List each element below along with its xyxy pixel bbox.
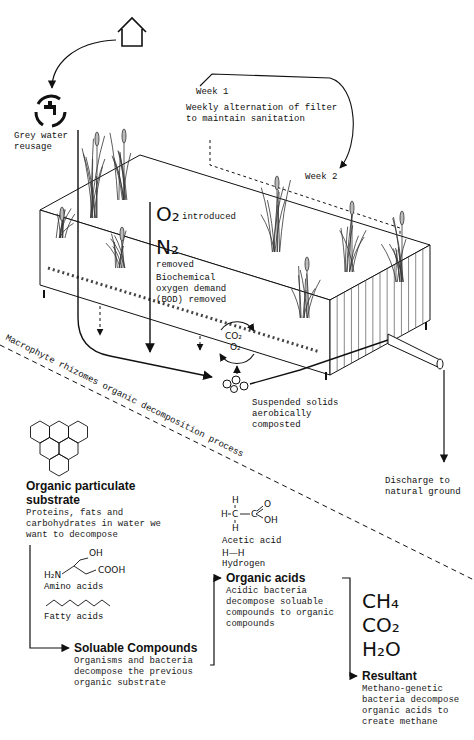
gas-symbol: O₂ — [230, 342, 241, 352]
icon-label: Grey water reusage — [14, 131, 72, 153]
step-heading: Resultant — [362, 669, 468, 683]
week-label: Week 1 — [196, 87, 228, 98]
product-formula: H₂O — [362, 638, 401, 660]
o2-line — [149, 202, 150, 352]
gas-note: removed — [156, 260, 194, 271]
chem-atom: H — [232, 495, 239, 505]
grey-water-line — [78, 130, 212, 377]
note: Weekly alternation of filter to maintain… — [186, 103, 351, 125]
gas-cycle — [220, 322, 254, 374]
chem-group: COOH — [98, 565, 125, 575]
chem-atom: H — [232, 523, 239, 533]
chem-atom: C — [251, 509, 257, 519]
step-heading: Organic particulate substrate — [26, 479, 167, 507]
gas-symbol: O₂ — [156, 203, 180, 225]
chem-group: H₂N — [44, 570, 61, 580]
chem-name: Hydrogen — [222, 559, 265, 570]
gas-symbol: CO₂ — [225, 331, 242, 341]
acetic-acid-bonds — [228, 505, 263, 523]
chem-group: H—H — [222, 548, 245, 558]
chem-name: Acetic acid — [222, 536, 281, 547]
process-step: Organic particulate substrateProteins, f… — [24, 478, 169, 542]
flow-arrow — [342, 578, 357, 676]
product-formula: CO₂ — [362, 614, 400, 636]
section-title: Macrophyte rhizomes organic decompositio… — [3, 333, 245, 461]
chem-atom: O — [264, 499, 271, 509]
chem-group: OH — [89, 548, 103, 558]
discharge-line — [250, 340, 388, 384]
tap-icon — [44, 101, 56, 115]
discharge-pipe — [388, 334, 443, 369]
house-icon — [118, 18, 146, 46]
chem-name: Amino acids — [44, 582, 103, 593]
amino-acid-bonds — [62, 558, 96, 574]
gravel-bed — [48, 268, 320, 352]
flow-arrow — [210, 578, 221, 665]
step-description: Proteins, fats and carbohydrates in wate… — [26, 508, 167, 541]
process-step: ResultantMethano-genetic bacteria decomp… — [360, 668, 470, 729]
chem-name: Fatty acids — [44, 612, 103, 623]
chem-atom: H — [221, 509, 228, 519]
house-arrow — [52, 40, 116, 88]
step-description: Acidic bacteria decompose soluable compo… — [226, 586, 337, 630]
step-description: Methano-genetic bacteria decompose organ… — [362, 684, 468, 728]
gas-note: introduced — [182, 212, 236, 223]
fatty-acid-chain — [46, 600, 110, 606]
solid-bubbles — [223, 376, 248, 393]
discharge-arrow — [443, 370, 444, 462]
chem-atom: C — [232, 509, 238, 519]
product-formula: CH₄ — [362, 590, 399, 612]
recycle-icon — [36, 96, 65, 126]
process-step: Organic acidsAcidic bacteria decompose s… — [224, 570, 339, 631]
step-heading: Soluable Compounds — [74, 641, 205, 655]
macrophyte-plants — [56, 129, 406, 318]
gas-note: Biochemical oxygen demand (BOD) removed — [156, 273, 252, 306]
gas-symbol: N₂ — [156, 236, 179, 258]
step-description: Organisms and bacteria decompose the pre… — [74, 656, 205, 689]
flow-arrow — [30, 545, 69, 648]
process-step: Soluable CompoundsOrganisms and bacteria… — [72, 640, 207, 690]
week-label: Week 2 — [305, 172, 337, 183]
process-note: Suspended solids aerobically composted — [252, 398, 364, 431]
step-heading: Organic acids — [226, 571, 337, 585]
divider-line — [0, 345, 474, 580]
hexagon-network — [31, 421, 88, 476]
process-note: Discharge to natural ground — [385, 476, 469, 498]
chem-atom: OH — [264, 515, 278, 525]
